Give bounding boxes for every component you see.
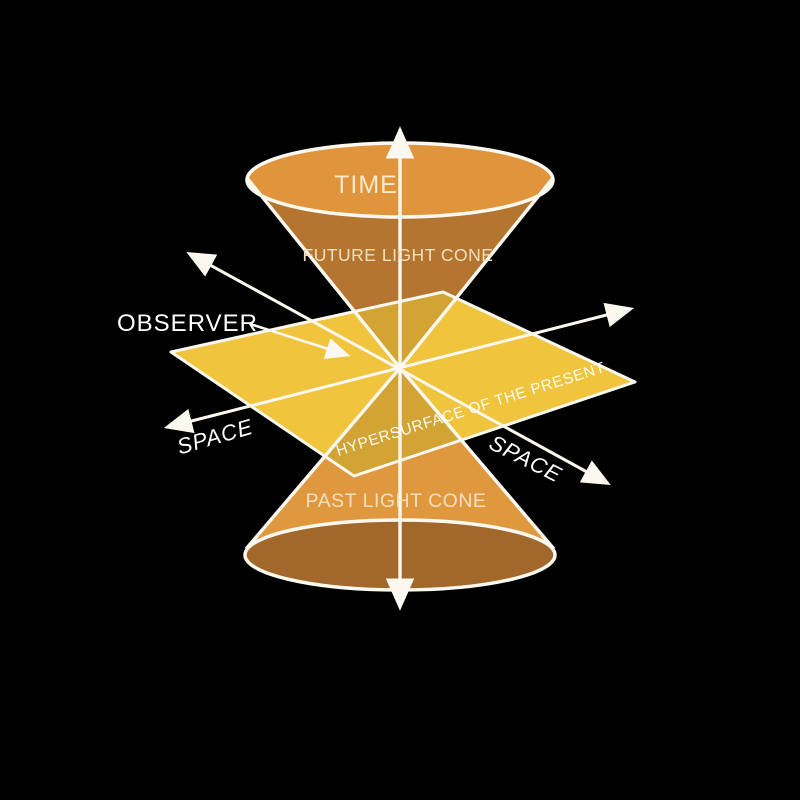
future-light-cone-label: FUTURE LIGHT CONE xyxy=(303,245,494,265)
past-light-cone-label: PAST LIGHT CONE xyxy=(306,490,487,512)
observer-label: OBSERVER xyxy=(117,310,258,337)
space-axis-right xyxy=(186,251,611,486)
observer-arrow xyxy=(249,322,351,359)
time-label: TIME xyxy=(334,171,398,199)
